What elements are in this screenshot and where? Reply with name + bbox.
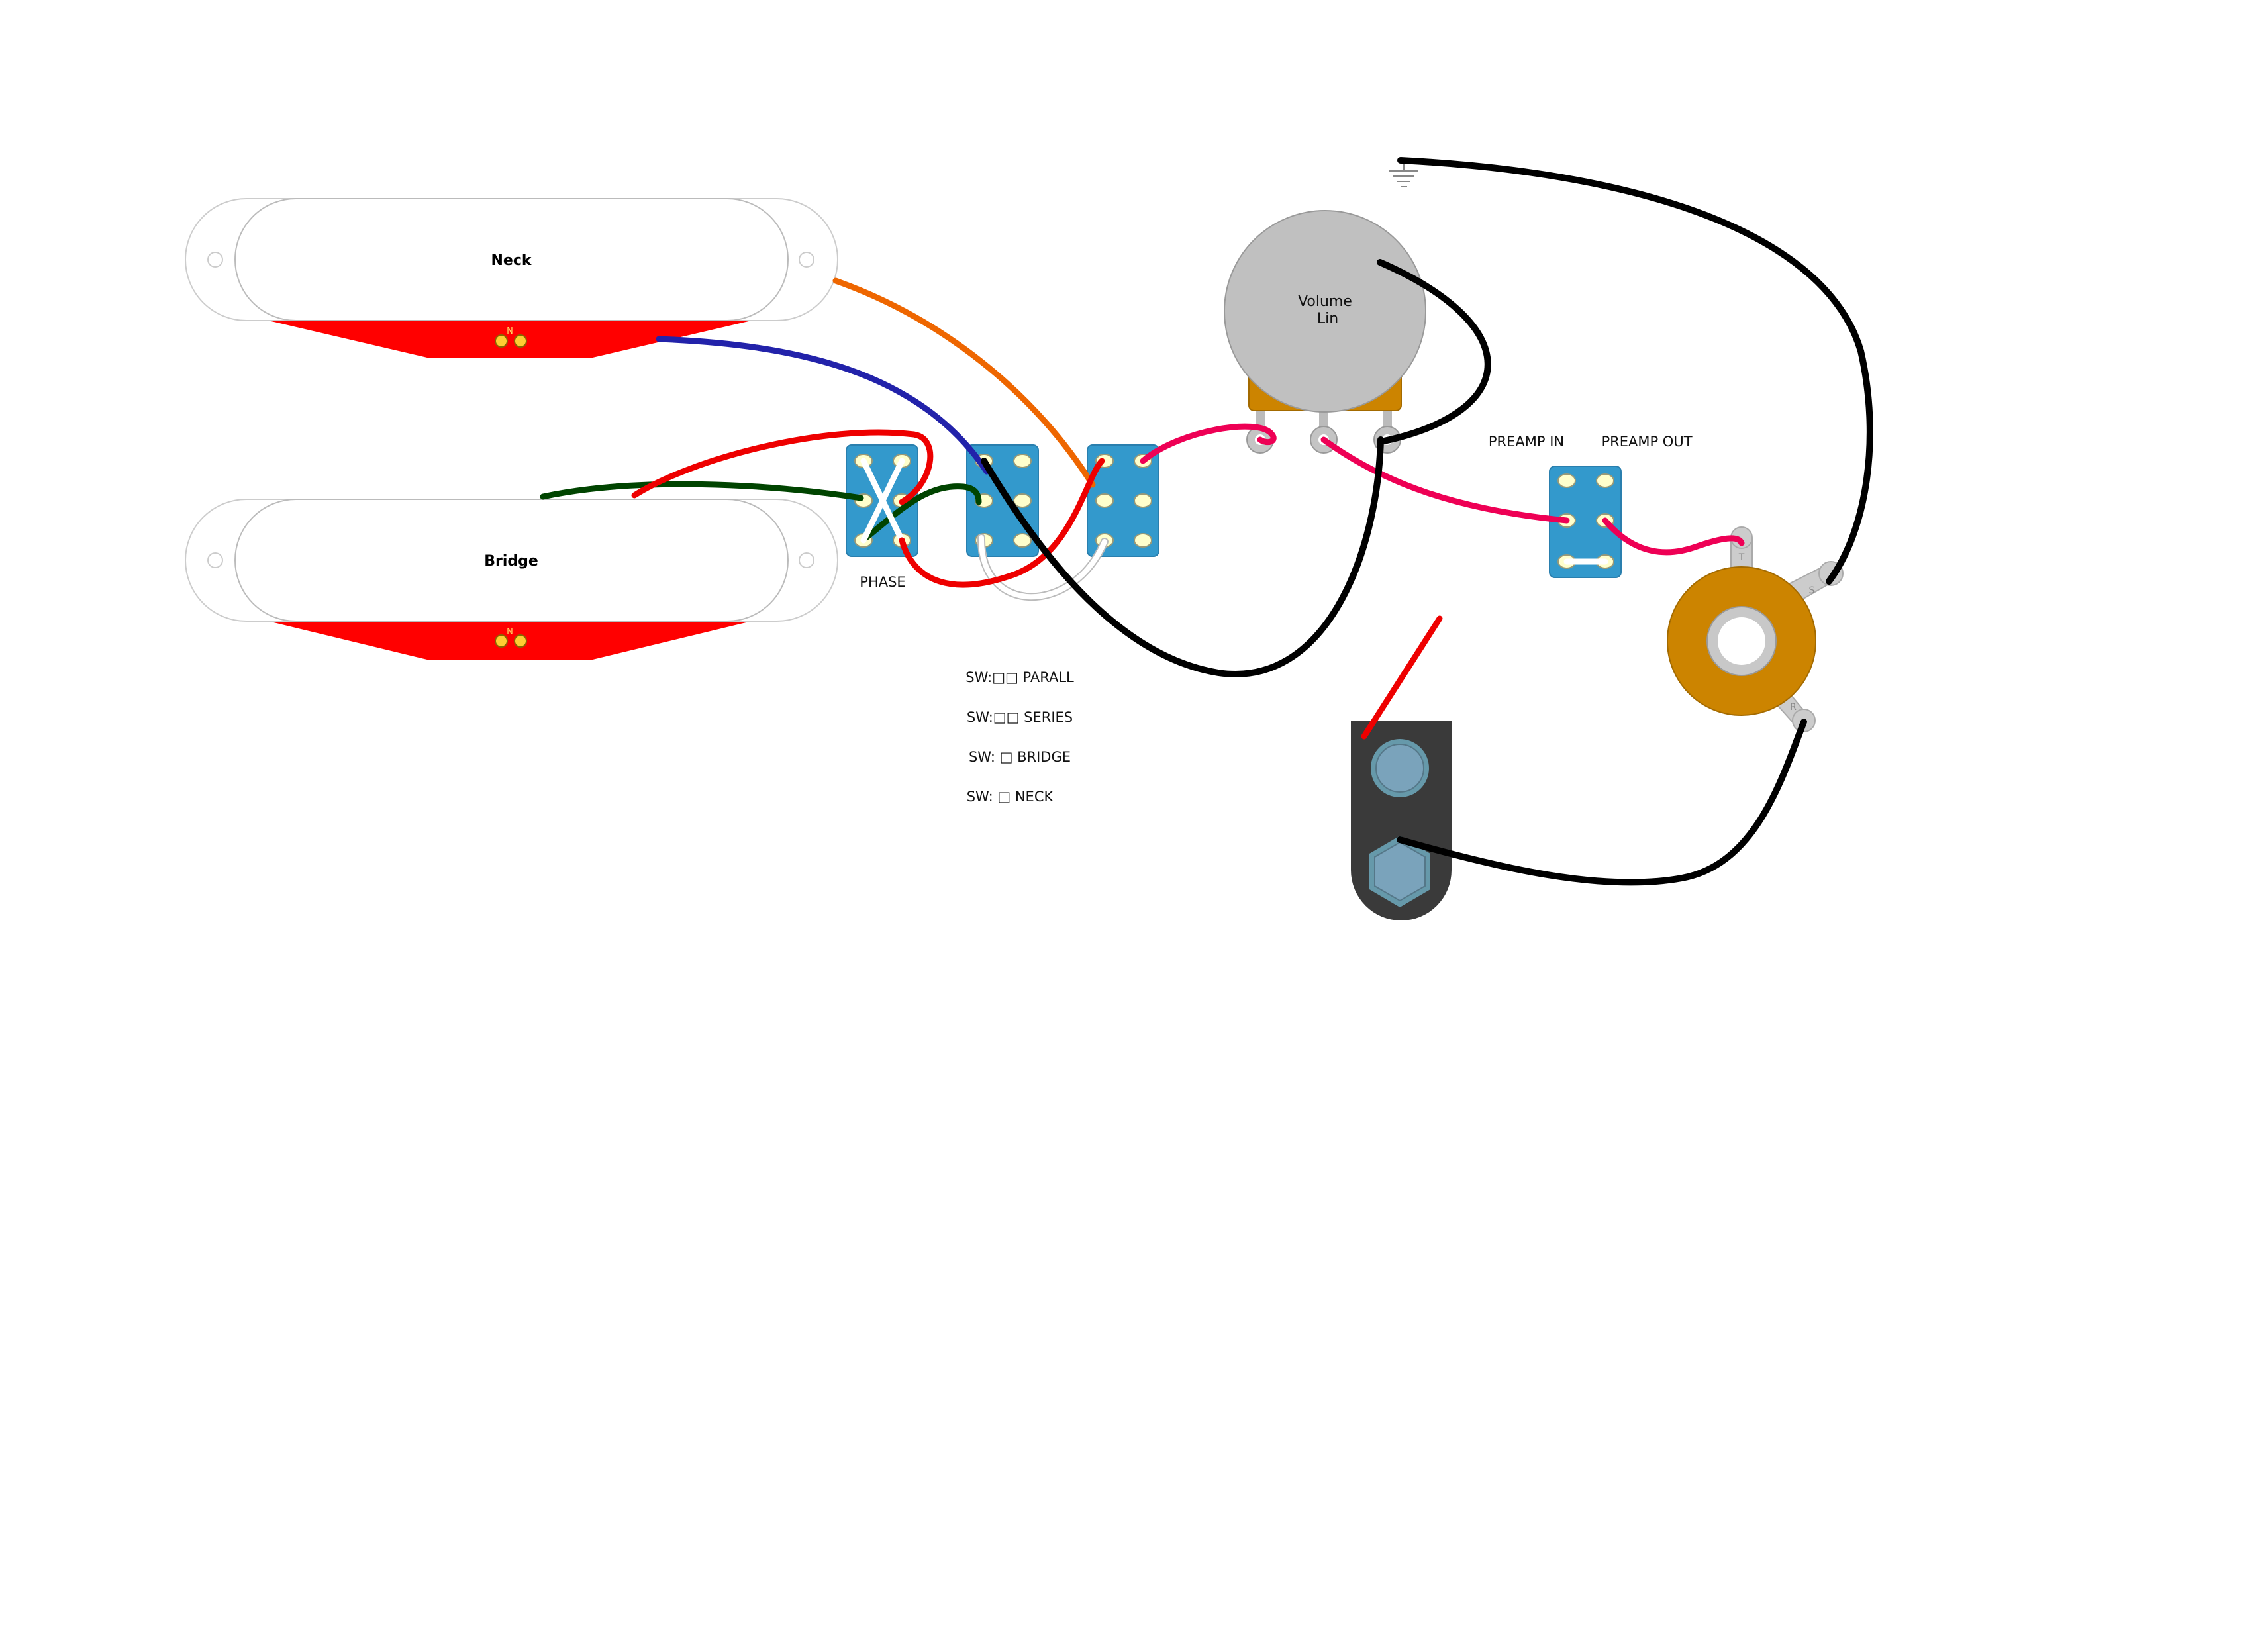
ground-symbol (1389, 163, 1418, 187)
wire-black (1397, 157, 1873, 585)
lug (1557, 473, 1576, 488)
wire-black (981, 436, 1384, 677)
battery-clip (1351, 721, 1452, 920)
bridge-pickup-mount-hole-left (207, 552, 223, 568)
bridge-pickup-mount-hole-right (799, 552, 814, 568)
wire-black (1397, 719, 1807, 886)
legend-item: SW: □ BRIDGE (969, 749, 1071, 765)
jack-ring-label: R (1790, 702, 1797, 713)
volume-pot[interactable]: Volume Lin (1224, 210, 1426, 454)
neck-pickup-baseplate (268, 321, 752, 358)
phase-switch-label: PHASE (860, 574, 905, 590)
preamp-switch-body (1549, 466, 1622, 578)
bridge-pickup-label: Bridge (484, 553, 538, 570)
lug (1013, 533, 1032, 548)
preamp-out-label: PREAMP OUT (1601, 434, 1692, 450)
bridge-pickup-lead-2 (514, 634, 527, 648)
volume-pot-name: Volume (1298, 293, 1352, 310)
neck-pickup-lead-1 (495, 334, 508, 348)
wire-green (540, 481, 864, 501)
lug (1134, 533, 1152, 548)
wire-orange (832, 277, 1096, 488)
neck-pickup: Neck N (185, 198, 838, 358)
preamp-in-label: PREAMP IN (1489, 434, 1564, 450)
volume-pot-knob[interactable] (1224, 210, 1426, 413)
bridge-pickup-polarity: N (507, 627, 513, 637)
wire-pink (1320, 436, 1570, 524)
legend-item: SW:□□ SERIES (967, 709, 1073, 725)
wire-red (899, 458, 1105, 588)
legend-item: SW: □ NECK (967, 789, 1054, 805)
battery-terminal-hex-inner (1374, 841, 1426, 902)
neck-pickup-mount-hole-right (799, 252, 814, 268)
output-jack[interactable]: T S R (1667, 526, 1844, 732)
wire-white (978, 535, 1107, 600)
lug (1596, 473, 1614, 488)
wire-pink (1140, 423, 1277, 464)
lug (1134, 493, 1152, 508)
bridge-pickup-baseplate (268, 621, 752, 660)
lug (1095, 493, 1114, 508)
wire-black (1377, 259, 1491, 444)
wire-blue (656, 336, 990, 475)
legend-item: SW:□□ PARALL (965, 670, 1074, 685)
neck-pickup-lead-2 (514, 334, 527, 348)
bridge-pickup-lead-1 (495, 634, 508, 648)
bridge-pickup-cover (234, 499, 789, 622)
lug (1013, 454, 1032, 468)
neck-pickup-cover (234, 198, 789, 321)
phase-switch[interactable]: PHASE (846, 444, 918, 590)
switch-legend: SW:□□ PARALL SW:□□ SERIES SW: □ BRIDGE S… (965, 670, 1074, 805)
preamp-switch[interactable]: PREAMP IN PREAMP OUT (1489, 434, 1693, 578)
wire-pink (1602, 517, 1745, 556)
bridge-pickup: Bridge N (185, 499, 838, 660)
jack-sleeve-label: S (1809, 585, 1815, 596)
wire-red (1361, 615, 1443, 740)
lug (1013, 493, 1032, 508)
volume-pot-taper: Lin (1317, 311, 1338, 327)
pickup-select-switch[interactable] (1087, 444, 1159, 557)
neck-pickup-label: Neck (491, 252, 532, 269)
wire-white (860, 458, 905, 544)
wires (540, 157, 1873, 886)
neck-pickup-mount-hole-left (207, 252, 223, 268)
jack-tip-label: T (1738, 552, 1745, 563)
wire-red (631, 429, 934, 505)
battery-terminal-round-inner (1375, 744, 1424, 793)
jack-hole (1718, 617, 1765, 665)
neck-pickup-polarity: N (507, 326, 513, 336)
pickup-select-switch-body (1087, 444, 1159, 557)
